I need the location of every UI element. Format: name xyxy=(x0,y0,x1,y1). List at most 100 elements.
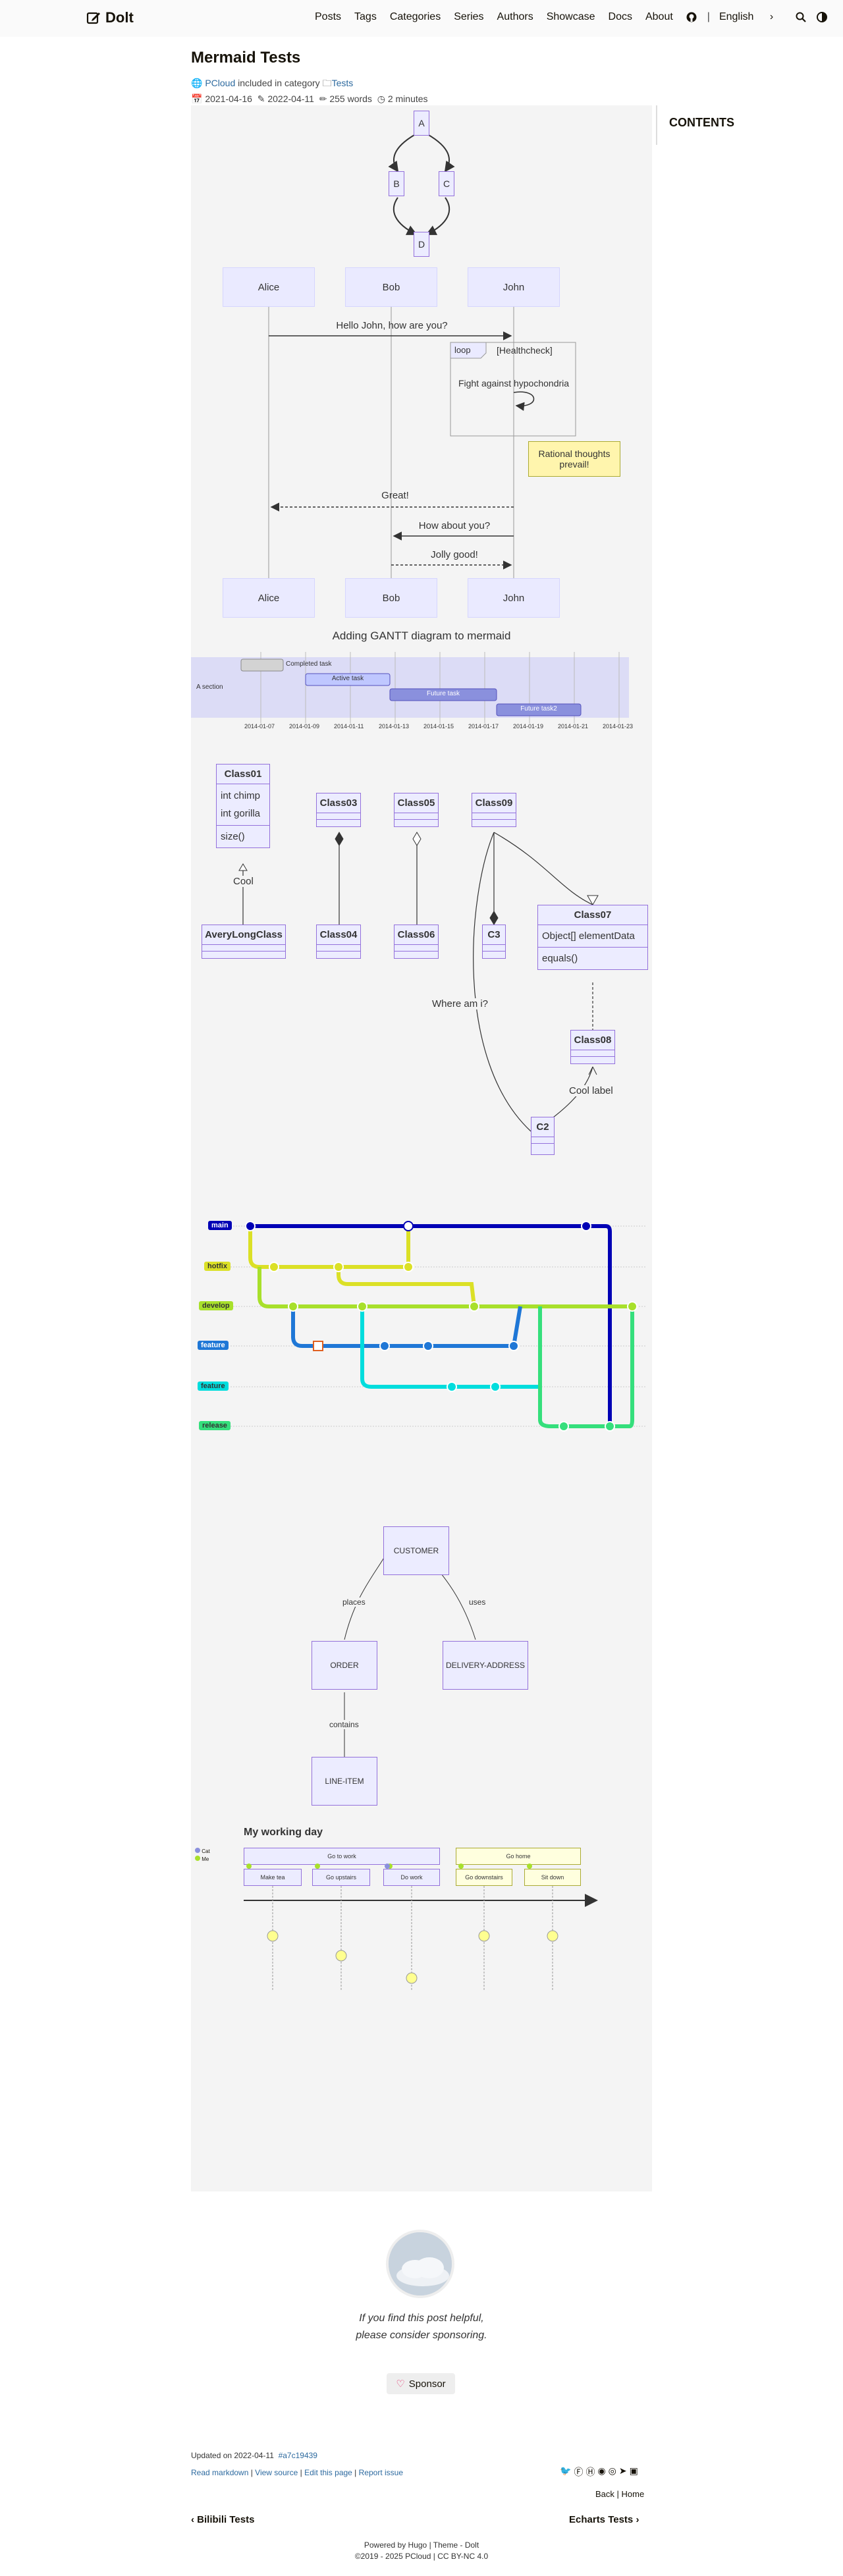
class-c2: C2 xyxy=(531,1117,555,1155)
flowchart-edges xyxy=(388,131,455,235)
prev-post-link[interactable]: ‹ Bilibili Tests xyxy=(191,2514,254,2525)
legend-me: Me xyxy=(202,1856,209,1862)
class-class05: Class05 xyxy=(394,793,439,827)
telegram-icon[interactable]: ➤ xyxy=(618,2465,627,2476)
class05-name: Class05 xyxy=(394,793,438,813)
er-entity-delivery-address: DELIVERY-ADDRESS xyxy=(443,1641,528,1690)
class01-field: int gorilla xyxy=(221,808,261,819)
class09-name: Class09 xyxy=(472,793,516,813)
class-section xyxy=(472,813,516,820)
legend-item-me: Me xyxy=(195,1856,210,1864)
class-averylongclass: AveryLongClass xyxy=(202,925,286,959)
git-branch-develop: develop xyxy=(199,1301,233,1310)
calendar-icon: 📅 xyxy=(191,94,203,104)
site-logo[interactable]: Dolt xyxy=(86,9,134,26)
heart-icon: ♡ xyxy=(396,2378,405,2390)
relation-label-where: Where am i? xyxy=(432,998,489,1009)
class-section xyxy=(394,945,438,952)
nav-docs[interactable]: Docs xyxy=(608,11,632,22)
class-class03: Class03 xyxy=(316,793,361,827)
weibo-icon[interactable]: ◎ xyxy=(608,2465,616,2476)
edit-icon xyxy=(86,12,100,24)
commit-link[interactable]: #a7c19439 xyxy=(278,2451,317,2460)
git-branch-release: release xyxy=(199,1421,231,1430)
post-updated: Updated on 2022-04-11 #a7c19439 xyxy=(191,2451,317,2460)
post-content: A B C D Alice Bob John Hello John, how a… xyxy=(191,105,652,2191)
category-link[interactable]: Tests xyxy=(331,78,354,88)
main-nav: Posts Tags Categories Series Authors Sho… xyxy=(315,11,840,23)
journey-task-do-work: Do work xyxy=(383,1869,440,1886)
edit-page-link[interactable]: Edit this page xyxy=(304,2468,352,2477)
actor-bob-bottom: Bob xyxy=(345,578,437,618)
actor-bob-top: Bob xyxy=(345,267,437,307)
class-section xyxy=(571,1050,614,1057)
class-class09: Class09 xyxy=(472,793,516,827)
journey-section-home: Go home xyxy=(456,1848,581,1865)
nav-about[interactable]: About xyxy=(645,11,673,22)
powered-by: Powered by Hugo | Theme - Dolt xyxy=(364,2540,479,2550)
next-post-link[interactable]: Echarts Tests › xyxy=(569,2514,639,2525)
twitter-icon[interactable]: 🐦 xyxy=(560,2465,572,2476)
er-entity-customer: CUSTOMER xyxy=(383,1526,449,1575)
toc-title: CONTENTS xyxy=(669,116,734,129)
class03-name: Class03 xyxy=(317,793,360,813)
site-name: Dolt xyxy=(105,9,134,26)
folder-icon: 🗀 xyxy=(322,78,332,88)
site-header: Dolt Posts Tags Categories Series Author… xyxy=(0,0,843,37)
nav-categories[interactable]: Categories xyxy=(389,11,441,22)
qq-icon[interactable]: ▣ xyxy=(629,2465,638,2476)
word-count: 255 words xyxy=(329,94,372,104)
gantt-tick: 2014-01-17 xyxy=(468,723,499,730)
class07-fields: Object[] elementData xyxy=(538,925,647,948)
published-date: 2021-04-16 xyxy=(205,94,252,104)
class-section xyxy=(317,945,360,952)
nav-tags[interactable]: Tags xyxy=(354,11,377,22)
flow-node-a: A xyxy=(414,111,429,136)
class01-method: size() xyxy=(221,831,245,842)
search-icon[interactable] xyxy=(796,11,806,23)
facebook-icon[interactable]: Ⓕ xyxy=(574,2467,584,2477)
class-class06: Class06 xyxy=(394,925,439,959)
gantt-tick: 2014-01-11 xyxy=(334,723,364,730)
nav-posts[interactable]: Posts xyxy=(315,11,342,22)
home-link[interactable]: Home xyxy=(621,2489,645,2499)
back-home-links: Back | Home xyxy=(595,2489,645,2499)
updated-date: 2022-04-11 xyxy=(267,94,314,104)
c2-name: C2 xyxy=(531,1117,554,1137)
reddit-icon[interactable]: ◉ xyxy=(597,2465,606,2476)
class-class08: Class08 xyxy=(570,1030,615,1064)
actor-alice-bottom: Alice xyxy=(223,578,315,618)
er-entity-line-item: LINE-ITEM xyxy=(312,1757,377,1806)
page-title: Mermaid Tests xyxy=(191,49,301,67)
sponsor-button[interactable]: ♡ Sponsor xyxy=(387,2373,455,2394)
nav-showcase[interactable]: Showcase xyxy=(546,11,595,22)
nav-separator: | xyxy=(707,11,710,22)
class06-name: Class06 xyxy=(394,925,438,945)
legend-item-cat: Cat xyxy=(195,1848,210,1856)
class-class01: Class01 int chimp int gorilla size() xyxy=(216,764,270,848)
hackernews-icon[interactable]: Ⓗ xyxy=(585,2467,595,2477)
commit-hash: a7c19439 xyxy=(283,2451,317,2460)
journey-timeline xyxy=(244,1864,598,1990)
author-link[interactable]: PCloud xyxy=(205,78,236,88)
gantt-task-future2: Future task2 xyxy=(520,705,557,712)
globe-icon: 🌐 xyxy=(191,78,203,88)
sequence-lines xyxy=(268,307,576,579)
nav-series[interactable]: Series xyxy=(454,11,484,22)
journey-section-work: Go to work xyxy=(244,1848,440,1865)
language-select[interactable]: English › xyxy=(719,11,786,23)
theme-toggle-icon[interactable] xyxy=(817,11,828,23)
report-issue-link[interactable]: Report issue xyxy=(358,2468,404,2477)
nav-authors[interactable]: Authors xyxy=(497,11,533,22)
legend-cat: Cat xyxy=(202,1848,210,1854)
class-section xyxy=(202,945,285,952)
github-icon[interactable] xyxy=(686,11,697,23)
seq-message-3: How about you? xyxy=(418,520,491,531)
language-label: English xyxy=(719,11,754,22)
gantt-section: A section xyxy=(196,684,223,691)
read-markdown-link[interactable]: Read markdown xyxy=(191,2468,249,2477)
back-link[interactable]: Back xyxy=(595,2489,614,2499)
journey-task-go-upstairs: Go upstairs xyxy=(312,1869,370,1886)
actor-john-bottom: John xyxy=(468,578,560,618)
view-source-link[interactable]: View source xyxy=(255,2468,298,2477)
